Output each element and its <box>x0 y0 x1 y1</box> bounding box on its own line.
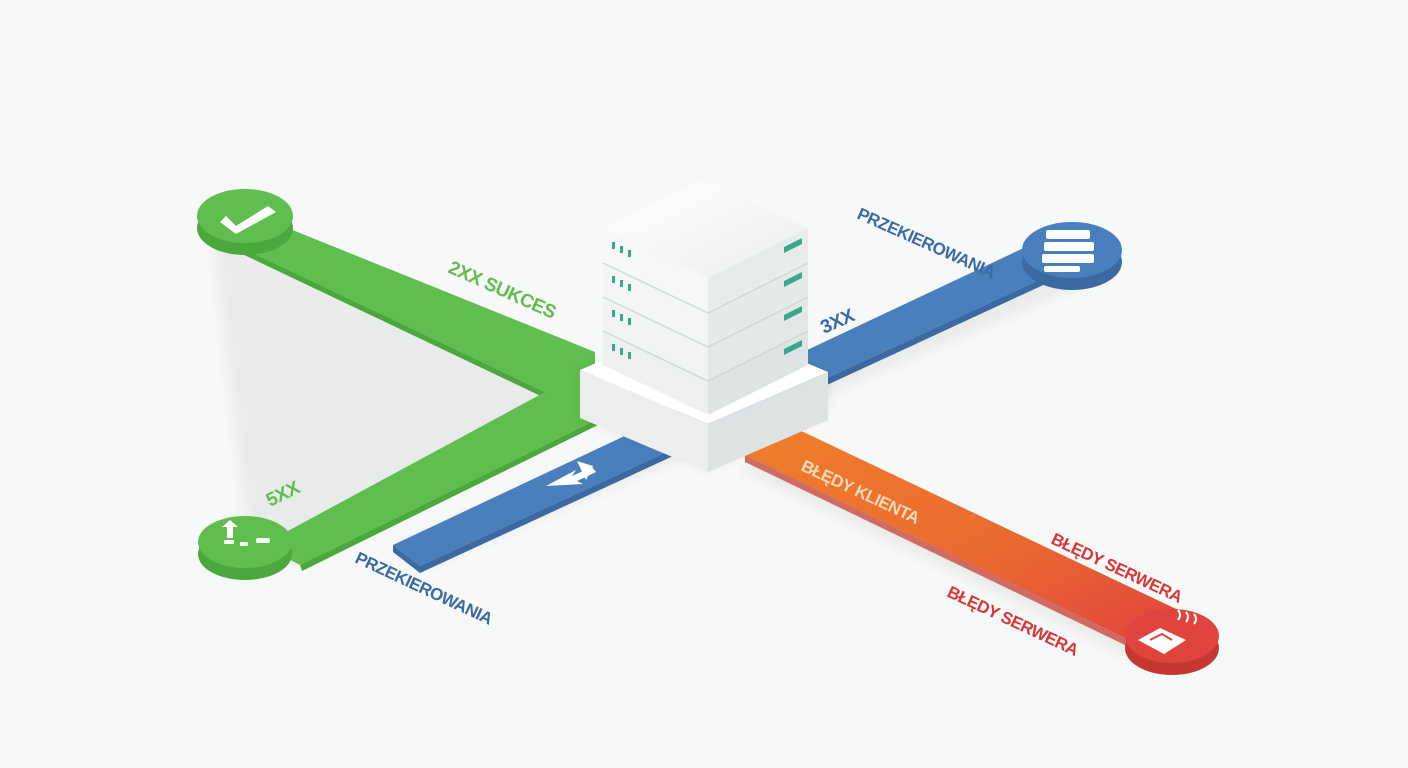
central-server <box>580 180 828 472</box>
server-stack-icon <box>1042 230 1094 272</box>
redirect-arrows-icon <box>222 520 270 546</box>
label-redirect-top: PRZEKIEROWANIA <box>854 204 998 282</box>
broken-server-icon <box>1138 609 1197 654</box>
orange-red-path <box>745 428 1195 650</box>
server-unit-1 <box>603 228 808 313</box>
server-unit-4 <box>603 330 808 415</box>
green-top-node <box>197 189 293 243</box>
server-top-face <box>603 180 808 278</box>
server-unit-3 <box>603 296 808 381</box>
server-unit-2 <box>603 262 808 347</box>
green-upper-path <box>238 208 595 392</box>
server-right-leds <box>784 238 802 355</box>
orange-red-branch <box>740 428 1219 675</box>
green-branch <box>197 189 600 580</box>
checkmark-icon <box>220 206 276 234</box>
server-left-leds <box>612 242 631 359</box>
green-lower-path <box>262 392 600 565</box>
